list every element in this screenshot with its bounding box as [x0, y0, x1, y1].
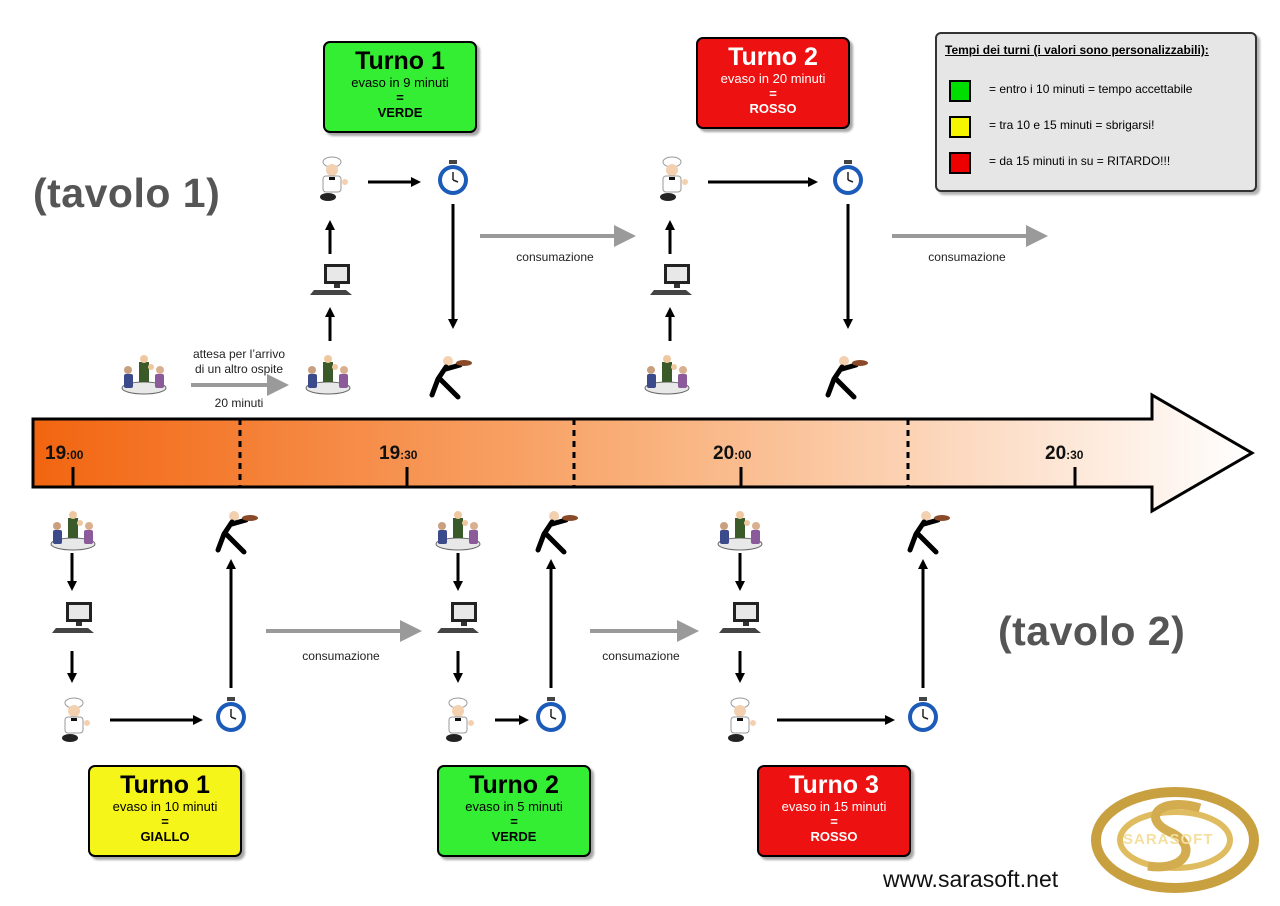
consumption-label: consumazione [602, 649, 680, 663]
turn-box-bottom-2: Turno 2 evaso in 5 minuti = VERDE [437, 765, 591, 857]
stopwatch-icon [215, 696, 247, 733]
turn-color: VERDE [377, 105, 423, 120]
logo-text: SARASOFT [1123, 831, 1214, 848]
pc-icon [719, 602, 761, 633]
turn-color: GIALLO [140, 829, 190, 844]
consumption-label: consumazione [928, 250, 1006, 264]
time-hour: 19 [379, 443, 401, 464]
wait-label-line1: attesa per l’arrivo [192, 347, 286, 361]
guests-icon [435, 510, 481, 551]
time-minute: :00 [734, 448, 752, 462]
chef-icon [659, 156, 689, 202]
time-hour: 20 [1045, 443, 1067, 464]
legend-item-yellow: = tra 10 e 15 minuti = sbrigarsi! [989, 118, 1155, 132]
legend-item-green: = entro i 10 minuti = tempo accettabile [989, 82, 1193, 96]
turn-color: ROSSO [749, 101, 797, 116]
pc-icon [52, 602, 94, 633]
turn-title: Turno 1 [355, 47, 445, 75]
timeline-ticks [71, 467, 1077, 488]
waiter-icon [828, 356, 868, 397]
turn-color: VERDE [491, 829, 537, 844]
time-2030: 20:30 [1045, 443, 1083, 465]
chef-icon [445, 697, 475, 743]
turn-subtitle: evaso in 20 minuti [720, 71, 826, 86]
waiter-icon [432, 356, 472, 397]
timeline-arrow [31, 392, 1255, 514]
turn-title: Turno 2 [469, 771, 559, 799]
turn-equals: = [510, 814, 518, 829]
time-minute: :00 [66, 448, 84, 462]
pc-icon [310, 264, 352, 295]
turn-color: ROSSO [810, 829, 858, 844]
legend-panel: Tempi dei turni (i valori sono personali… [935, 32, 1257, 192]
table2-label: (tavolo 2) [998, 608, 1186, 654]
legend-swatch-red [949, 152, 971, 174]
guests-icon [305, 354, 351, 395]
stopwatch-icon [907, 696, 939, 733]
wait-duration: 20 minuti [214, 396, 264, 410]
waiter-icon [218, 511, 258, 552]
turn-box-top-1: Turno 1 evaso in 9 minuti = VERDE [323, 41, 477, 133]
turn-equals: = [396, 90, 404, 105]
turn-equals: = [830, 814, 838, 829]
time-minute: :30 [400, 448, 418, 462]
wait-label: attesa per l’arrivo di un altro ospite [176, 347, 302, 377]
turn-box-bottom-3: Turno 3 evaso in 15 minuti = ROSSO [757, 765, 911, 857]
legend-swatch-yellow [949, 116, 971, 138]
stopwatch-icon [832, 159, 864, 196]
sarasoft-logo [1091, 787, 1259, 893]
turn-subtitle: evaso in 9 minuti [351, 75, 449, 90]
legend-item-red: = da 15 minuti in su = RITARDO!!! [989, 154, 1171, 168]
time-1900: 19:00 [45, 443, 83, 465]
pc-icon [650, 264, 692, 295]
time-minute: :30 [1066, 448, 1084, 462]
time-2000: 20:00 [713, 443, 751, 465]
consumption-label: consumazione [302, 649, 380, 663]
gray-arrows [191, 225, 1048, 642]
guests-icon [644, 354, 690, 395]
stopwatch-icon [535, 696, 567, 733]
time-1930: 19:30 [379, 443, 417, 465]
time-hour: 20 [713, 443, 735, 464]
waiter-icon [538, 511, 578, 552]
time-hour: 19 [45, 443, 67, 464]
chef-icon [727, 697, 757, 743]
turn-box-top-2: Turno 2 evaso in 20 minuti = ROSSO [696, 37, 850, 129]
guests-icon [717, 510, 763, 551]
stopwatch-icon [437, 159, 469, 196]
chef-icon [61, 697, 91, 743]
turn-title: Turno 1 [120, 771, 210, 799]
website-url: www.sarasoft.net [883, 866, 1059, 892]
consumption-label: consumazione [516, 250, 594, 264]
wait-label-line2: di un altro ospite [194, 362, 284, 376]
turn-equals: = [769, 86, 777, 101]
turn-subtitle: evaso in 10 minuti [112, 799, 218, 814]
turn-subtitle: evaso in 15 minuti [781, 799, 887, 814]
legend-swatch-green [949, 80, 971, 102]
turn-title: Turno 2 [728, 43, 818, 71]
pc-icon [437, 602, 479, 633]
chef-icon [319, 156, 349, 202]
guests-icon [50, 510, 96, 551]
table1-label: (tavolo 1) [33, 170, 221, 216]
guests-icon [121, 354, 167, 395]
turn-equals: = [161, 814, 169, 829]
timeline-half-marks [238, 419, 910, 487]
turn-title: Turno 3 [789, 771, 879, 799]
turn-subtitle: evaso in 5 minuti [465, 799, 563, 814]
legend-title: Tempi dei turni (i valori sono personali… [945, 43, 1209, 57]
turn-box-bottom-1: Turno 1 evaso in 10 minuti = GIALLO [88, 765, 242, 857]
flow-arrows [67, 177, 928, 725]
waiter-icon [910, 511, 950, 552]
